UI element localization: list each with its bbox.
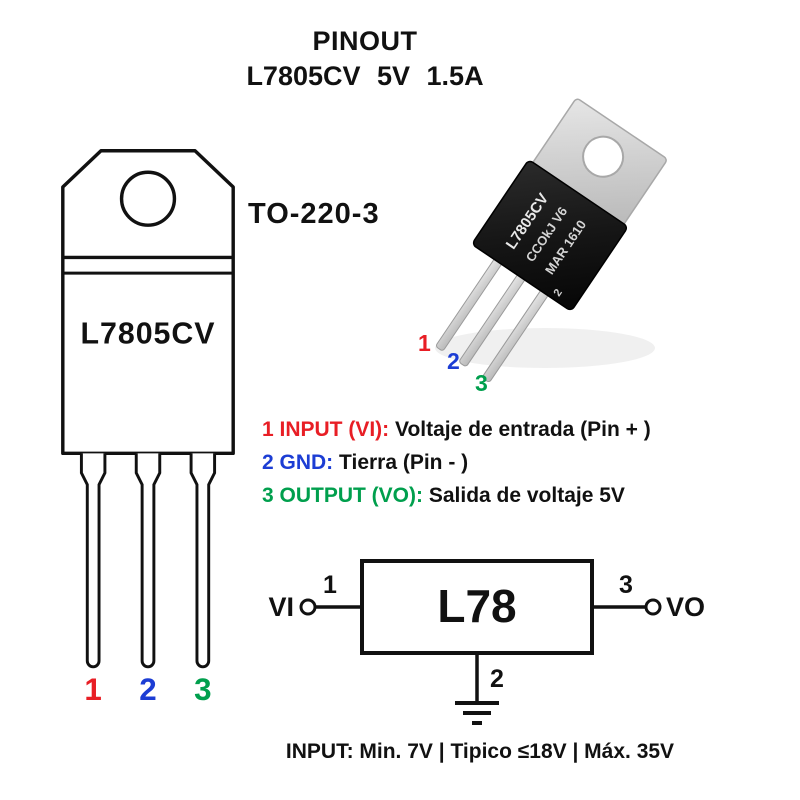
component-photo-drawing: L7805CV CCOkJ V6 MAR 1610 2 bbox=[435, 98, 667, 383]
to220-outline-drawing: L7805CV 1 2 3 bbox=[61, 149, 235, 707]
output-terminal bbox=[644, 598, 662, 616]
page-title: PINOUT bbox=[312, 26, 418, 56]
package-part-number: L7805CV bbox=[80, 318, 215, 351]
photo-pin-2-number: 2 bbox=[447, 348, 460, 374]
pin-2-leg bbox=[134, 453, 162, 669]
pin-3-number: 3 bbox=[194, 672, 211, 704]
schematic-pin3-number: 3 bbox=[619, 571, 633, 599]
legend-output-lead: 3 OUTPUT (VO): bbox=[262, 484, 423, 507]
certification-mark: 2 bbox=[552, 287, 565, 299]
legend-output-description: Salida de voltaje 5V bbox=[428, 484, 625, 507]
legend-gnd-description: Tierra (Pin - ) bbox=[339, 451, 469, 474]
legend-item-input: 1 INPUT (VI): Voltaje de entrada (Pin + … bbox=[262, 418, 762, 442]
schematic-pin2-number: 2 bbox=[490, 665, 504, 693]
pin-2-number: 2 bbox=[139, 672, 156, 704]
pin-1-number: 1 bbox=[84, 672, 101, 704]
photo-shadow bbox=[435, 328, 655, 368]
legend-item-gnd: 2 GND: Tierra (Pin - ) bbox=[262, 451, 762, 475]
photo-pin-1-number: 1 bbox=[418, 330, 431, 356]
input-spec-note: INPUT: Min. 7V | Tipico ≤18V | Máx. 35V bbox=[285, 740, 675, 763]
legend-input-lead: 1 INPUT (VI): bbox=[262, 418, 390, 441]
legend-input-description: Voltaje de entrada (Pin + ) bbox=[395, 418, 651, 441]
header: PINOUT L7805CV 5V 1.5A bbox=[170, 26, 560, 92]
schematic-vi-label: VI bbox=[268, 592, 294, 622]
schematic-drawing: VI 1 L78 3 VO 2 bbox=[268, 559, 705, 725]
block-schematic: VI 1 L78 3 VO 2 bbox=[250, 545, 730, 745]
component-body-group: L7805CV CCOkJ V6 MAR 1610 2 bbox=[436, 98, 667, 383]
pin-3-leg bbox=[189, 453, 217, 669]
pin-1-leg bbox=[79, 453, 107, 669]
package-outline bbox=[61, 149, 235, 456]
ground-icon bbox=[455, 701, 499, 725]
mounting-hole bbox=[119, 170, 177, 227]
photo-pin-3-number: 3 bbox=[475, 370, 488, 396]
pin-legend: 1 INPUT (VI): Voltaje de entrada (Pin + … bbox=[262, 418, 762, 517]
schematic-pin1-number: 1 bbox=[323, 571, 337, 599]
legend-gnd-lead: 2 GND: bbox=[262, 451, 334, 474]
legend-item-output: 3 OUTPUT (VO): Salida de voltaje 5V bbox=[262, 484, 762, 508]
component-photo: L7805CV CCOkJ V6 MAR 1610 2 1 2 3 bbox=[395, 78, 705, 408]
page-subtitle: L7805CV 5V 1.5A bbox=[246, 61, 484, 91]
photo-plastic-body bbox=[472, 160, 628, 311]
input-terminal bbox=[299, 598, 317, 616]
regulator-block-label: L78 bbox=[437, 580, 516, 632]
package-front-drawing: L7805CV 1 2 3 bbox=[50, 138, 246, 707]
schematic-vo-label: VO bbox=[666, 592, 705, 622]
package-type-label: TO-220-3 bbox=[248, 198, 380, 230]
photo-mounting-hole bbox=[582, 135, 625, 178]
